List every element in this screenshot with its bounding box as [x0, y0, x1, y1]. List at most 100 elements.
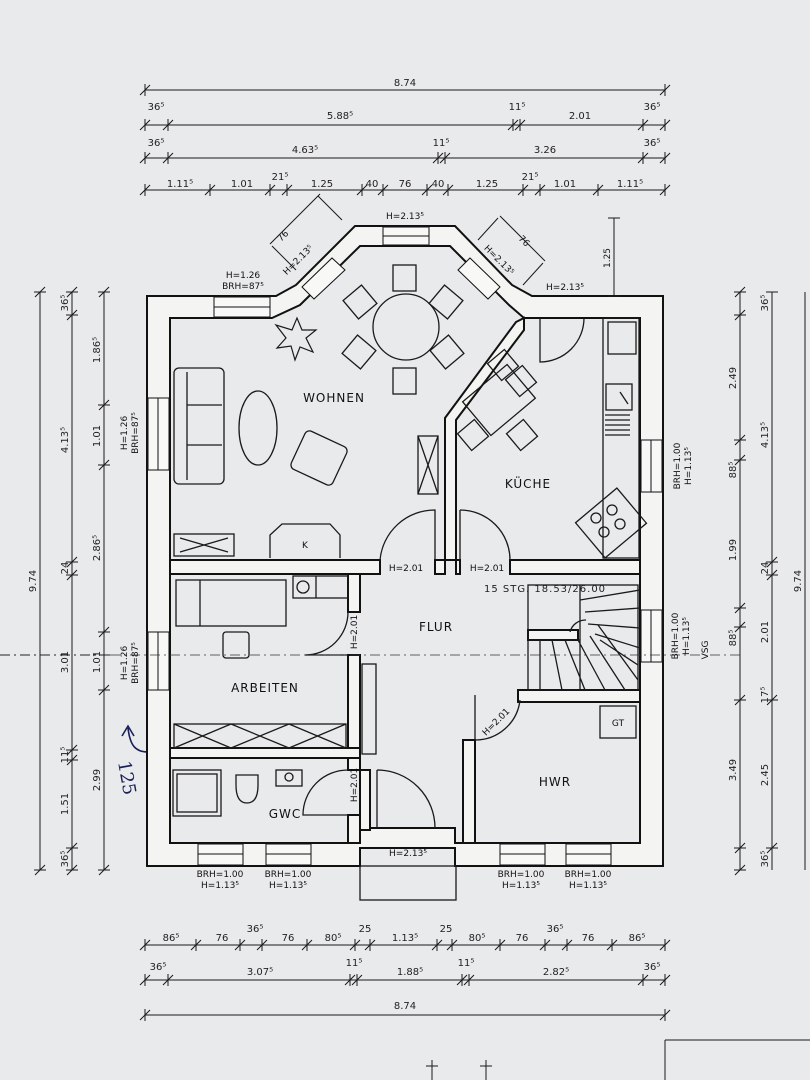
dim-left-c2-3: 24	[60, 562, 71, 575]
note-door-hwr: H=2.01	[481, 707, 512, 738]
dim-right-c1-2: 2.49	[728, 367, 739, 389]
dim-bot-r1-13: 86⁵	[629, 933, 646, 944]
note-flur-h: H=1.13⁵	[682, 617, 692, 655]
dim-right-c1-6: 17⁵	[760, 687, 771, 704]
note-vsg: VSG	[701, 641, 711, 660]
dim-bot-r1-11: 36⁵	[547, 924, 564, 935]
note-win-b1-h: H=1.13⁵	[201, 881, 239, 891]
note-door-kueche: H=2.01	[470, 564, 504, 574]
note-125-right: 1.25	[603, 248, 613, 268]
interior-walls	[169, 316, 641, 844]
dim-left-c2-2: 4.13⁵	[60, 427, 71, 453]
dim-top-r4-3: 21⁵	[272, 172, 289, 183]
dim-bot-r2-1: 36⁵	[150, 962, 167, 973]
dim-right-c1-8: 36⁵	[760, 851, 771, 868]
dim-top-r4-4: 1.25	[311, 179, 333, 190]
note-win-b3-h: H=1.13⁵	[502, 881, 540, 891]
dim-right-c2-3: 2.01	[760, 621, 771, 643]
dim-top-r4-6: 76	[399, 179, 412, 190]
note-door-gwc: H=2.01	[350, 768, 360, 802]
dim-right-c2-4: 2.45	[760, 764, 771, 786]
dim-bot-r2-2: 3.07⁵	[247, 967, 273, 978]
note-door-arbeiten: H=2.01	[350, 615, 360, 649]
dim-top-r3-2: 4.63⁵	[292, 145, 318, 156]
dim-top-r4-9: 21⁵	[522, 172, 539, 183]
dim-left-c3-3: 2.86⁵	[92, 535, 103, 561]
dim-top-r2-2: 5.88⁵	[327, 111, 353, 122]
dim-top-r2-3: 11⁵	[509, 102, 526, 113]
dim-top-r3-1: 36⁵	[148, 138, 165, 149]
handwritten-arrow	[121, 724, 149, 753]
dim-bot-r1-12: 76	[582, 933, 595, 944]
note-h213-right: H=2.13⁵	[546, 283, 584, 293]
dim-top-r4-7: 40	[432, 179, 445, 190]
dim-bot-total: 8.74	[394, 1001, 416, 1012]
dim-top-r4-11: 1.11⁵	[617, 179, 643, 190]
dim-bot-r2-5: 11⁵	[458, 958, 475, 969]
kueche-furniture	[456, 317, 648, 559]
dim-right-c1-1: 36⁵	[760, 295, 771, 312]
room-label-wohnen: WOHNEN	[303, 391, 365, 405]
room-label-arbeiten: ARBEITEN	[231, 681, 299, 695]
room-label-hwr: HWR	[539, 775, 571, 789]
dim-top-r2-1: 36⁵	[148, 102, 165, 113]
windows	[147, 226, 663, 866]
dimension-chains-right: 36⁵ 2.49 88⁵ 1.99 88⁵ 17⁵ 3.49 36⁵ 4.13⁵…	[728, 286, 806, 876]
note-win-b3-brh: BRH=1.00	[498, 870, 545, 880]
dim-top-r4-5: 40	[366, 179, 379, 190]
dim-left-c2-4: 3.01	[60, 651, 71, 673]
dim-right-c1-7: 3.49	[728, 759, 739, 781]
dim-bot-r1-2: 76	[216, 933, 229, 944]
dim-bot-r1-1: 86⁵	[163, 933, 180, 944]
staircase	[527, 584, 641, 691]
entry-porch	[359, 865, 457, 901]
misc-furniture	[172, 663, 637, 817]
dim-bot-r1-5: 80⁵	[325, 933, 342, 944]
wohnen-furniture	[173, 264, 465, 558]
note-76-right: 76	[516, 234, 531, 249]
note-kueche-brh: BRH=1.00	[673, 442, 683, 489]
dim-bot-r1-6: 25	[359, 924, 372, 935]
label-gt: GT	[612, 719, 625, 729]
dim-left-total: 9.74	[28, 570, 39, 592]
dim-top-r4-2: 1.01	[231, 179, 253, 190]
dim-bot-r2-6: 2.82⁵	[543, 967, 569, 978]
note-win-b4-h: H=1.13⁵	[569, 881, 607, 891]
sheet-border	[426, 1039, 810, 1080]
note-kueche-h: H=1.13⁵	[684, 447, 694, 485]
dim-bot-r1-4: 76	[282, 933, 295, 944]
note-flur-brh: BRH=1.00	[671, 612, 681, 659]
note-arb-side-brh: BRH=87⁵	[131, 642, 141, 684]
dim-bot-r1-8: 25	[440, 924, 453, 935]
dim-left-c3-1: 1.86⁵	[92, 337, 103, 363]
dim-top-total: 8.74	[394, 78, 416, 89]
dimension-chains-top: 8.74 36⁵ 5.88⁵ 11⁵ 2.01 36⁵ 36⁵ 4.63⁵ 11…	[139, 78, 671, 196]
dim-bot-r1-7: 1.13⁵	[392, 933, 418, 944]
dim-right-c1-5: 88⁵	[728, 630, 739, 647]
dim-bot-r1-10: 76	[516, 933, 529, 944]
note-wohnen-win-h: H=1.26	[226, 271, 261, 281]
dim-right-c2-2: 24	[760, 562, 771, 575]
note-win-b2-h: H=1.13⁵	[269, 881, 307, 891]
dim-right-c2-1: 4.13⁵	[760, 422, 771, 448]
label-k: K	[302, 541, 309, 551]
dim-top-r4-1: 1.11⁵	[167, 179, 193, 190]
dim-left-c3-5: 2.99	[92, 769, 103, 791]
note-76-left: 76	[276, 229, 291, 244]
note-wohnen-side-brh: BRH=87⁵	[131, 412, 141, 454]
dim-top-r4-8: 1.25	[476, 179, 498, 190]
dim-top-r3-4: 3.26	[534, 145, 556, 156]
room-label-flur: FLUR	[419, 620, 453, 634]
note-h213-top: H=2.13⁵	[386, 212, 424, 222]
dim-bot-r1-3: 36⁵	[247, 924, 264, 935]
dim-right-c1-3: 88⁵	[728, 462, 739, 479]
doors	[302, 317, 585, 829]
note-door-wohnen: H=2.01	[389, 564, 423, 574]
dim-top-r4-10: 1.01	[554, 179, 576, 190]
dim-right-c1-4: 1.99	[728, 539, 739, 561]
note-win-b2-brh: BRH=1.00	[265, 870, 312, 880]
note-h213-entry: H=2.13⁵	[389, 849, 427, 859]
arbeiten-furniture	[173, 575, 349, 749]
dim-top-r3-3: 11⁵	[433, 138, 450, 149]
